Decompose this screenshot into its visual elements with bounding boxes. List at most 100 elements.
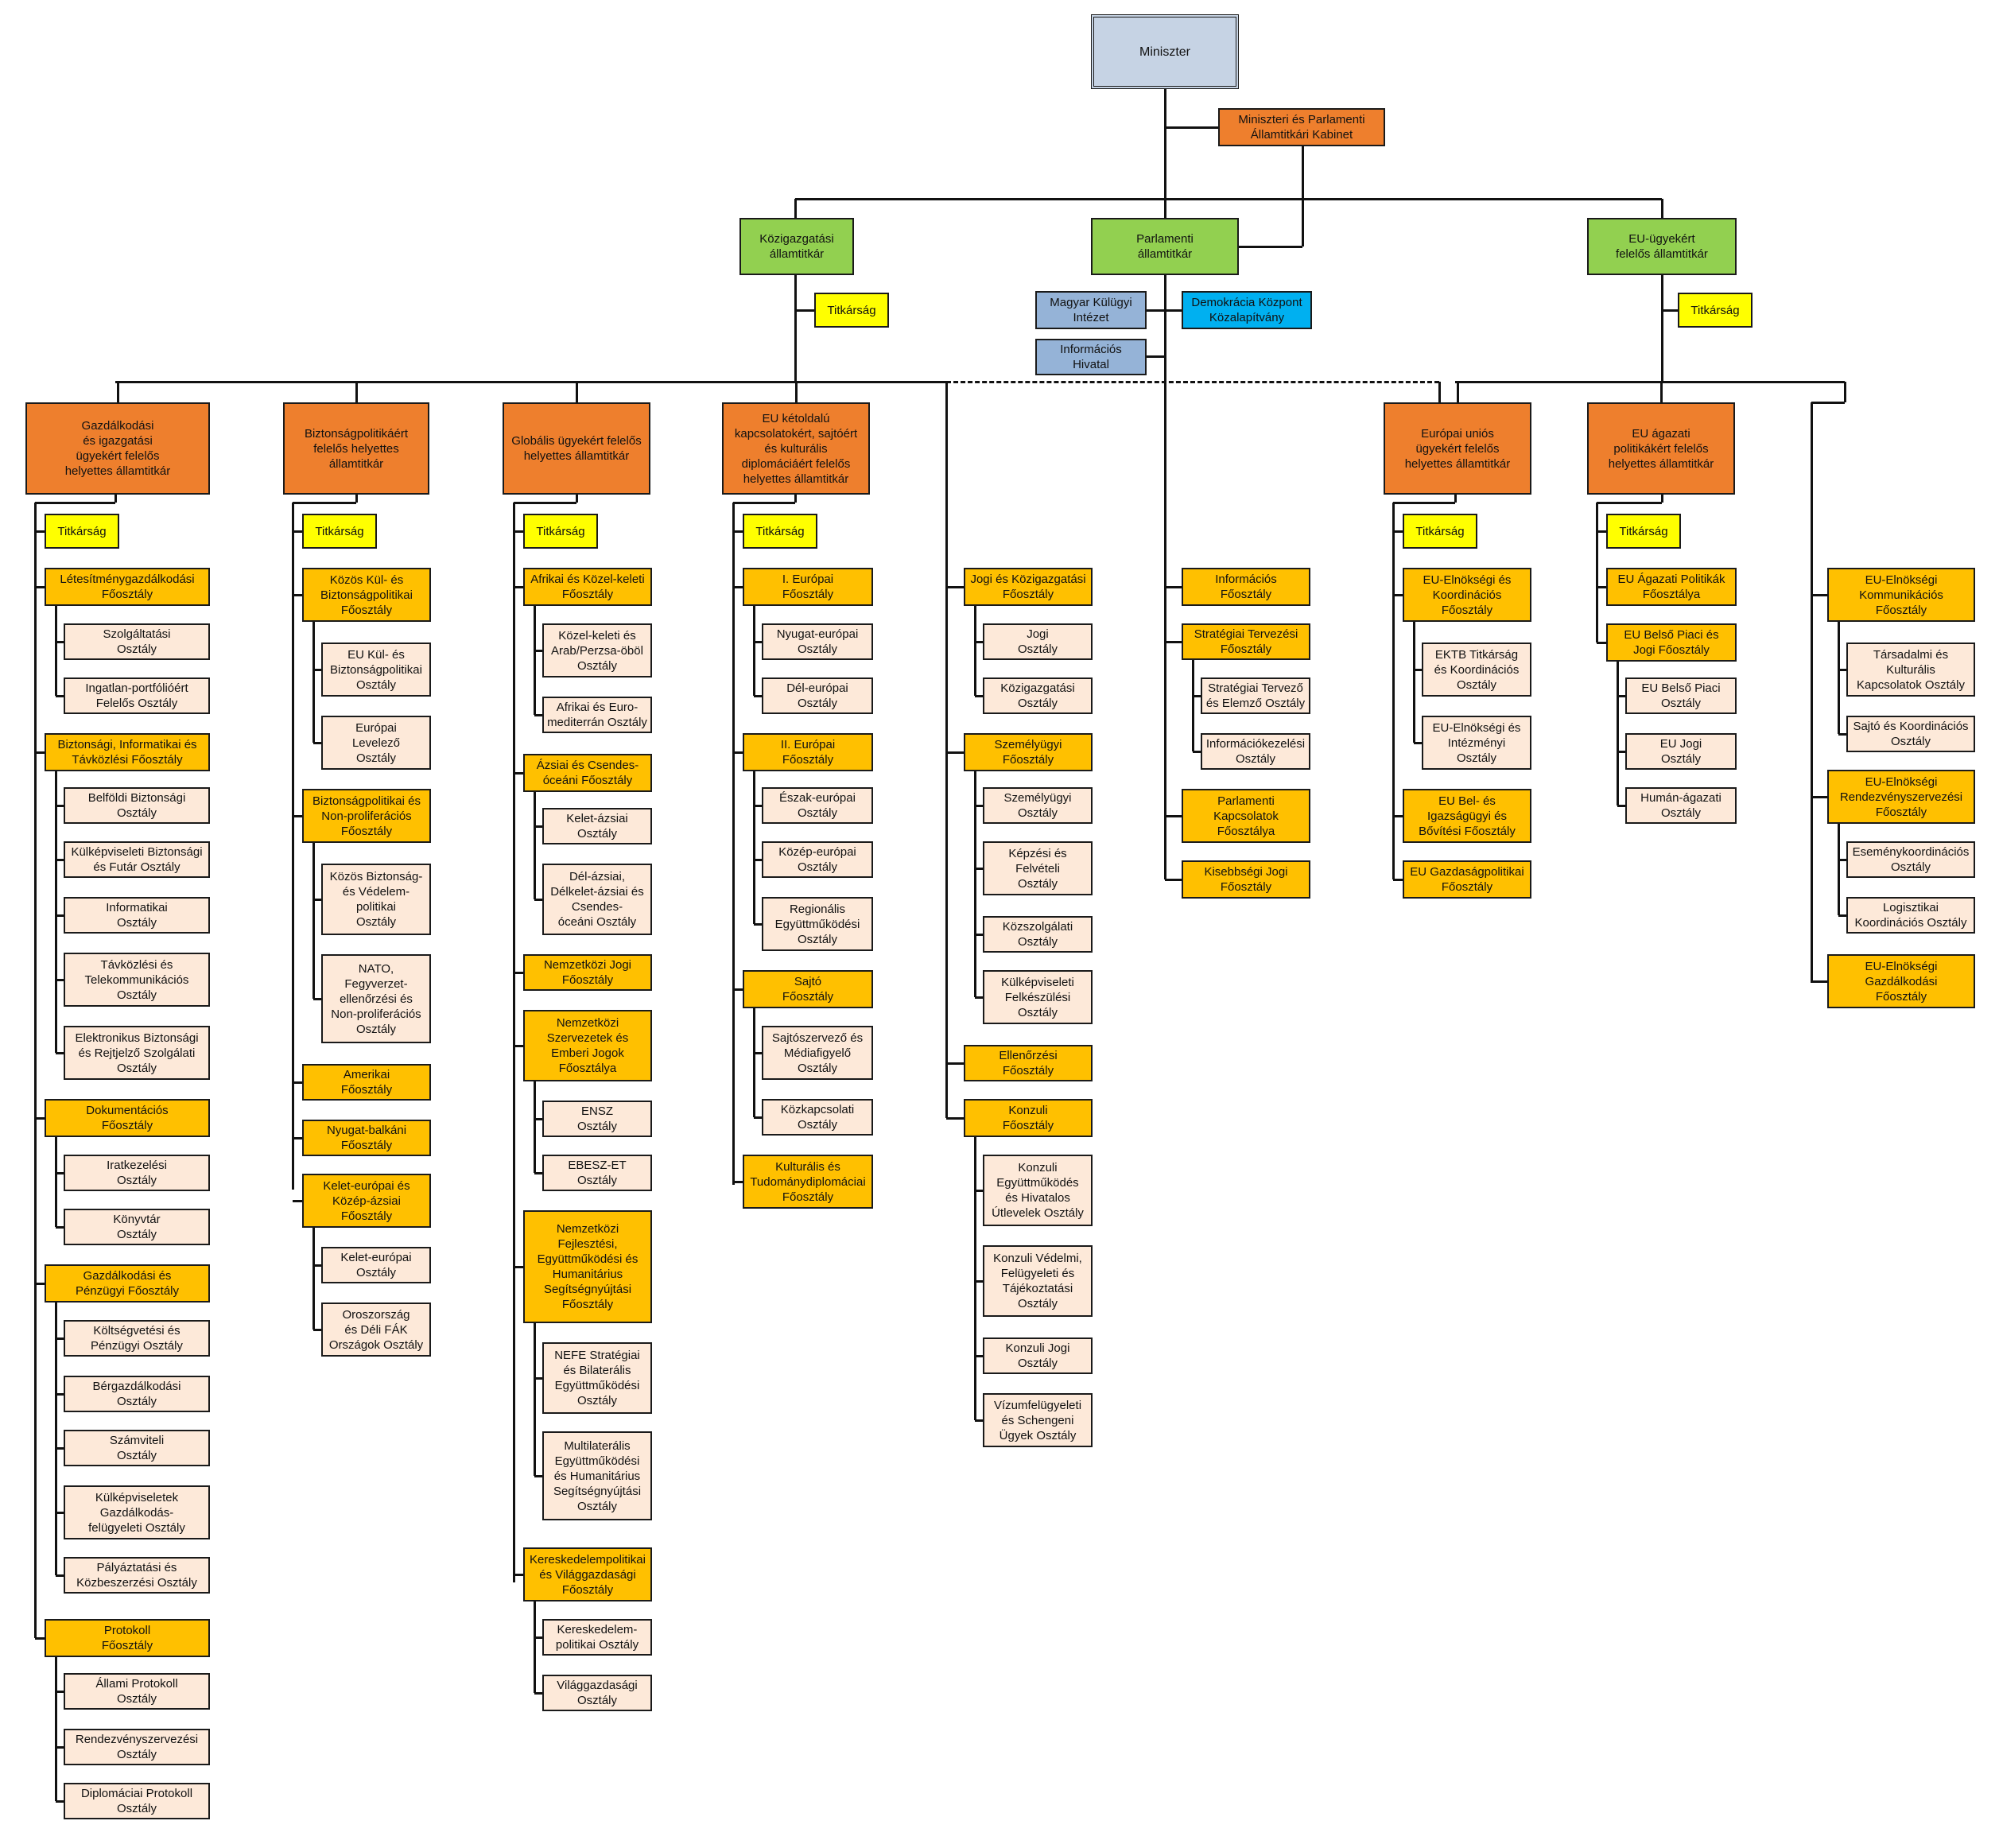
secretariat-box: Titkárság (523, 514, 598, 549)
connector-line (1455, 381, 1662, 383)
connector-line (117, 382, 119, 402)
secretariat-eu: Titkárság (1678, 293, 1753, 328)
unit-box: Humán-ágazati Osztály (1625, 787, 1737, 824)
unit-box: Külképviseletek Gazdálkodás- felügyeleti… (64, 1485, 210, 1539)
connector-line (1838, 622, 1840, 734)
connector-line (55, 771, 57, 1053)
department-box: Létesítménygazdálkodási Főosztály (45, 568, 210, 606)
unit-box: Diplomáciai Protokoll Osztály (64, 1783, 210, 1819)
connector-line (754, 805, 762, 807)
unit-box: ENSZ Osztály (542, 1101, 652, 1137)
connector-line (514, 1266, 523, 1268)
unit-box: Külképviseleti Felkészülési Osztály (983, 970, 1093, 1024)
connector-line (975, 996, 983, 999)
connector-line (1393, 530, 1403, 533)
unit-box: Közös Biztonság- és Védelem- politikai O… (321, 864, 431, 935)
unit-box: Dél-ázsiai, Délkelet-ázsiai és Csendes- … (542, 864, 652, 935)
unit-box: Multilaterális Együttműködési és Humanit… (542, 1431, 652, 1520)
department-box: Ázsiai és Csendes- óceáni Főosztály (523, 754, 652, 792)
department-box: II. Európai Főosztály (743, 733, 873, 771)
connector-line (1165, 879, 1182, 881)
unit-box: Konzuli Védelmi, Felügyeleti és Tájékozt… (983, 1245, 1093, 1317)
unit-box: Személyügyi Osztály (983, 787, 1093, 824)
unit-box: Konzuli Együttműködés és Hivatalos Útlev… (983, 1155, 1093, 1226)
unit-box: NEFE Stratégiai és Bilaterális Együttműk… (542, 1342, 652, 1414)
connector-line (35, 751, 45, 754)
connector-line (1661, 199, 1663, 218)
department-box: EU Gazdaságpolitikai Főosztály (1403, 860, 1531, 899)
connector-line (313, 742, 321, 744)
department-box: Biztonsági, Informatikai és Távközlési F… (45, 733, 210, 771)
connector-line (754, 1116, 762, 1119)
connector-line (975, 641, 983, 643)
connector-line (975, 695, 983, 697)
connector-line (292, 503, 294, 1190)
connector-line (975, 1419, 983, 1422)
department-box: Dokumentációs Főosztály (45, 1099, 210, 1137)
minister-box: Miniszter (1091, 14, 1239, 89)
secretariat-box: Titkárság (1606, 514, 1681, 549)
connector-line (56, 695, 64, 697)
secretariat-box: Titkárság (743, 514, 817, 549)
connector-line (534, 1323, 536, 1476)
connector-line (794, 199, 797, 218)
connector-line (55, 1137, 57, 1227)
connector-line (1597, 586, 1606, 588)
connector-line (55, 1303, 57, 1575)
connector-line (753, 606, 755, 696)
department-box: I. Európai Főosztály (743, 568, 873, 606)
deputy-gazdalkodasi: Gazdálkodási és igazgatási ügyekért fele… (25, 402, 210, 495)
unit-box: Jogi Osztály (983, 623, 1093, 660)
connector-line (56, 914, 64, 917)
connector-line (754, 859, 762, 861)
connector-line (35, 502, 115, 504)
connector-line (1165, 126, 1218, 129)
connector-line (534, 1377, 542, 1380)
connector-line (1393, 502, 1455, 504)
connector-line (732, 503, 735, 1185)
unit-box: Információkezelési Osztály (1201, 733, 1310, 770)
connector-line (795, 198, 1662, 200)
connector-line (1454, 495, 1457, 503)
connector-line (534, 825, 542, 828)
unit-box: EU Kül- és Biztonságpolitikai Osztály (321, 643, 431, 697)
unit-box: Nyugat-európai Osztály (762, 623, 873, 660)
connector-line (56, 1393, 64, 1396)
connector-line (313, 899, 321, 901)
department-box: Kisebbségi Jogi Főosztály (1182, 860, 1310, 899)
connector-line (35, 530, 45, 533)
connector-line (1165, 586, 1182, 588)
connector-line (1661, 275, 1663, 382)
connector-line (312, 1228, 315, 1330)
unit-box: Könyvtár Osztály (64, 1209, 210, 1245)
connector-line (56, 979, 64, 981)
connector-line (1844, 382, 1846, 402)
cabinet-box: Miniszteri és Parlamenti Államtitkári Ka… (1218, 108, 1385, 146)
unit-box: Sajtó és Koordinációs Osztály (1846, 716, 1975, 752)
connector-line (1192, 660, 1194, 751)
connector-line (1811, 402, 1845, 404)
connector-line (1147, 355, 1165, 358)
connector-line (975, 1190, 983, 1192)
unit-box: Rendezvényszervezési Osztály (64, 1729, 210, 1765)
connector-line (293, 1200, 302, 1202)
connector-line (754, 1052, 762, 1054)
department-box: Kelet-európai és Közép-ázsiai Főosztály (302, 1174, 431, 1228)
unit-box: Állami Protokoll Osztály (64, 1673, 210, 1710)
connector-line (1237, 246, 1302, 248)
connector-line (946, 751, 964, 754)
connector-line (975, 1355, 983, 1357)
connector-line (534, 1601, 536, 1693)
deputy-biztonsagpolitikai: Biztonságpolitikáért felelős helyettes á… (283, 402, 429, 495)
institute-informacios-hivatal: Információs Hivatal (1035, 339, 1147, 375)
connector-line (534, 1692, 542, 1695)
department-box: EU-Elnökségi Gazdálkodási Főosztály (1827, 954, 1975, 1008)
deputy-eu-agazati: EU ágazati politikákért felelős helyette… (1587, 402, 1735, 495)
unit-box: Európai Levelező Osztály (321, 716, 431, 770)
connector-line (1617, 662, 1619, 806)
state-secretary-parlamenti: Parlamenti államtitkár (1091, 218, 1239, 275)
connector-line (534, 714, 542, 716)
unit-box: Költségvetési és Pénzügyi Osztály (64, 1320, 210, 1357)
department-box: Nemzetközi Fejlesztési, Együttműködési é… (523, 1210, 652, 1323)
department-box: Jogi és Közigazgatási Főosztály (964, 568, 1093, 606)
